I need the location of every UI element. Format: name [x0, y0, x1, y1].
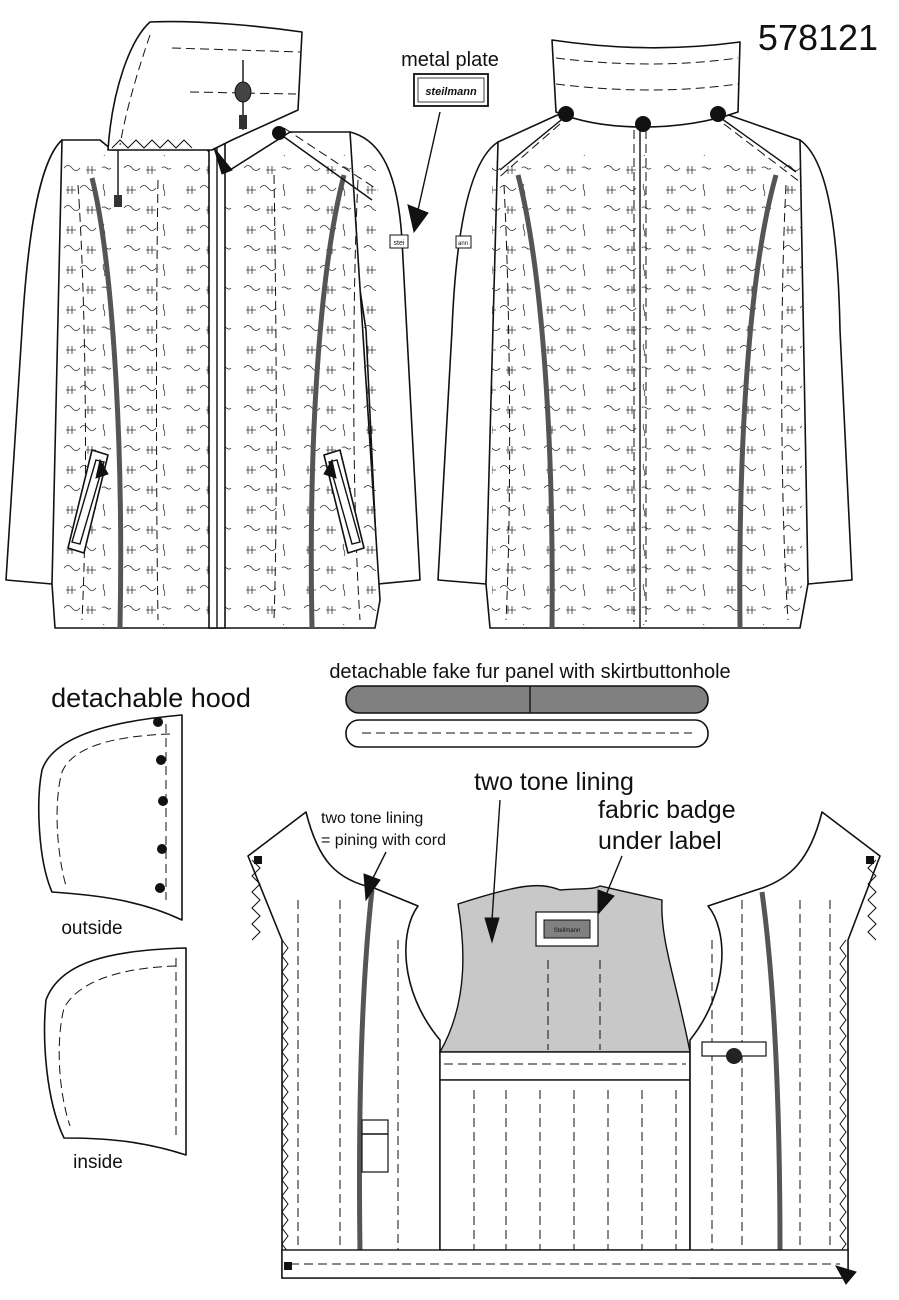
lining-back-hem — [439, 1051, 691, 1081]
metal-plate-icon — [413, 73, 489, 107]
lining-piping-line2: = pining with cord — [321, 832, 446, 849]
article-number: 578121 — [758, 17, 878, 58]
front-shoulder-button — [272, 126, 286, 140]
lining-callouts: two tone lining two tone lining = pining… — [321, 768, 736, 944]
lining-right-front — [689, 811, 881, 1279]
lining-left-front — [247, 811, 441, 1279]
hood-outside-label: outside — [61, 918, 122, 939]
lining-title: two tone lining — [474, 768, 634, 796]
hood-inside-shape — [43, 947, 187, 1156]
metal-plate-callout: metal plate steilmann — [401, 49, 499, 234]
metal-plate-brand: steilmann — [425, 86, 477, 98]
fabric-badge-brand: Steilmann — [554, 928, 581, 934]
lining-inner-pocket-left — [361, 1119, 389, 1173]
front-funnel-collar — [107, 20, 303, 151]
back-button-center — [635, 116, 651, 132]
back-sleeve-tag — [455, 235, 472, 249]
hood-section: detachable hood outside inside — [38, 683, 251, 1173]
lining-back-panel — [438, 884, 691, 1053]
lining-inner-button-icon — [726, 1048, 742, 1064]
front-sleeve-tag-text: stei — [394, 240, 405, 247]
fur-panel-outside — [345, 685, 709, 714]
back-button-right — [710, 106, 726, 122]
hood-inside-label: inside — [73, 1152, 123, 1173]
fabric-badge-icon — [543, 919, 591, 939]
back-sleeve-tag-text: ann — [458, 241, 468, 247]
fur-panel-section: detachable fake fur panel with skirtbutt… — [329, 661, 731, 748]
lining-piping-line1: two tone lining — [321, 810, 423, 827]
fur-panel-inside — [345, 719, 709, 748]
hood-title: detachable hood — [51, 683, 251, 713]
fur-panel-label: detachable fake fur panel with skirtbutt… — [329, 661, 730, 683]
hood-outside-shape — [38, 714, 183, 921]
back-button-left — [558, 106, 574, 122]
badge-callout-line2: under label — [598, 827, 722, 855]
badge-callout-line1: fabric badge — [598, 796, 736, 824]
front-toggle-icon — [234, 81, 252, 103]
front-view: stei — [5, 20, 421, 629]
lining-back-lower — [439, 1079, 691, 1251]
metal-plate-label: metal plate — [401, 49, 499, 71]
front-sleeve-tag — [389, 234, 409, 249]
lining-view: Steilmann — [247, 811, 881, 1285]
back-view: ann — [437, 39, 853, 629]
